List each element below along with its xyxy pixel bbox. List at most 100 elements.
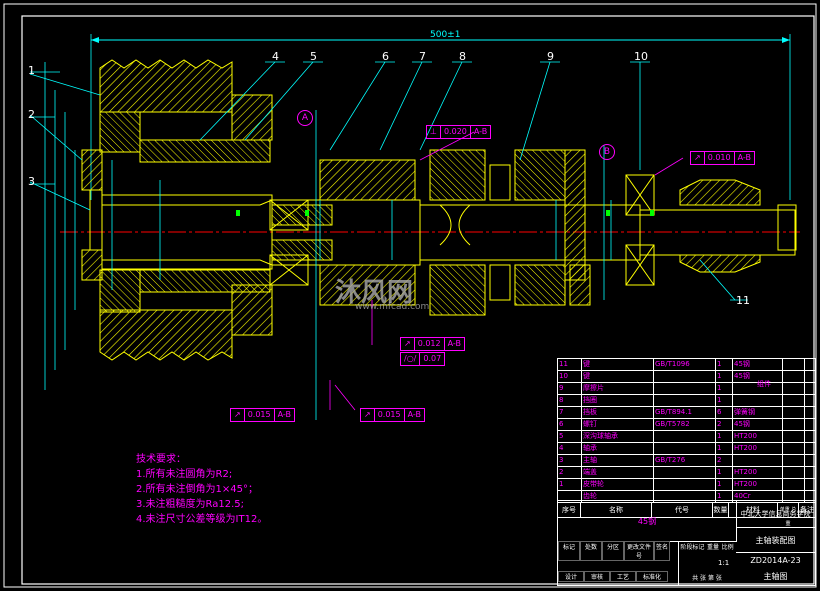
tolerance-frame-4: /○/ 0.07 (400, 352, 446, 366)
tolerance-value: 0.010 (705, 152, 735, 164)
bom-cell-material (733, 383, 783, 394)
main-shaft (101, 194, 796, 270)
bom-header-qty: 数量 (713, 503, 729, 517)
tolerance-symbol: ↗ (401, 338, 415, 350)
bom-cell-code: GB/T894.1 (654, 407, 716, 418)
tolerance-frame-5: ↗ 0.015 A-B (230, 408, 295, 422)
tolerance-value: 0.015 (245, 409, 275, 421)
bom-header-code: 代号 (652, 503, 713, 517)
overall-dimension-text: 500±1 (430, 30, 460, 40)
tolerance-value: 0.020 (441, 126, 471, 138)
tolerance-frame-2: ↗ 0.010 A-B (690, 151, 755, 165)
tolerance-symbol: ↗ (361, 409, 375, 421)
bom-cell-empty (783, 455, 805, 466)
title-part-label: 主轴图 (763, 571, 788, 581)
bom-cell-qty: 1 (716, 431, 733, 442)
bom-cell-qty: 6 (716, 407, 733, 418)
bom-cell-material: HT200 (733, 467, 783, 478)
bom-cell-name: 挡板 (582, 407, 654, 418)
tolerance-value: 0.07 (423, 354, 442, 363)
bom-cell-seq: 3 (558, 455, 582, 466)
bom-cell-empty (805, 467, 815, 478)
leader-number-2: 2 (28, 108, 35, 121)
tolerance-value: 0.012 (415, 338, 445, 350)
bom-cell-empty (805, 359, 815, 370)
bom-cell-empty (805, 383, 815, 394)
bom-cell-material: 弹簧钢 (733, 407, 783, 418)
tech-requirement-item: 4.未注尺寸公差等级为IT12。 (136, 514, 268, 525)
weight-label: 重量 (706, 544, 719, 551)
bom-cell-seq: 7 (558, 407, 582, 418)
leader-number-3: 3 (28, 175, 35, 188)
title-material: 45钢 (558, 501, 737, 542)
tech-requirement-item: 3.未注粗糙度为Ra12.5; (136, 499, 245, 510)
title-sheet-labels: 共 张 第 张 (692, 575, 722, 582)
revision-col: 签名 (654, 541, 670, 561)
tolerance-frame-1: ⊥ 0.020 A-B (426, 125, 492, 139)
leader-number-8: 8 (459, 50, 466, 63)
bom-cell-name: 端盖 (582, 467, 654, 478)
bom-cell-qty: 1 (716, 491, 733, 502)
outer-frame (3, 3, 817, 588)
bom-header-weight: 单重 总重 (778, 503, 799, 527)
bom-cell-empty (805, 479, 815, 490)
bom-cell-seq: 1 (558, 479, 582, 490)
annotation-leaders (329, 131, 684, 411)
tolerance-symbol: ⊥ (427, 126, 441, 138)
bom-cell-code (654, 383, 716, 394)
bom-cell-empty (783, 431, 805, 442)
watermark-brand: 沐风网 (335, 278, 414, 308)
bom-header-remark: 备注 (800, 506, 814, 514)
bom-cell-seq: 2 (558, 467, 582, 478)
title-scale: 1:1 (718, 559, 730, 567)
bom-cell-empty (805, 455, 815, 466)
diameter-dimensions (44, 62, 612, 390)
title-drawing-name: 主轴装配图 (736, 528, 815, 553)
leader-number-11: 11 (736, 294, 750, 307)
bom-cell-qty: 1 (716, 467, 733, 478)
bom-cell-empty (783, 383, 805, 394)
watermark-url: www.mfcad.com (355, 302, 430, 312)
housing (319, 149, 486, 316)
bom-cell-seq: 5 (558, 431, 582, 442)
bom-cell-seq: 10 (558, 371, 582, 382)
bom-cell-name: 深沟球轴承 (582, 431, 654, 442)
bom-cell-seq: 9 (558, 383, 582, 394)
title-school: 中北大学信息商务学院 (736, 501, 815, 528)
revision-col: 分区 (602, 541, 624, 561)
leader-number-5: 5 (310, 50, 317, 63)
bom-cell-material: HT200 (733, 443, 783, 454)
bom-header-name: 名称 (581, 503, 652, 517)
leader-number-1: 1 (28, 64, 35, 77)
bom-header-seq: 序号 (558, 503, 581, 517)
friction-clutch (489, 149, 591, 306)
bom-cell-empty (783, 419, 805, 430)
tech-requirements: 技术要求： 1.所有未注圆角为R2; 2.所有未注倒角为1×45°； 3.未注粗… (136, 452, 267, 527)
bom-header-row: 序号 名称 代号 数量 材料 单重 总重 备注 (558, 502, 815, 527)
tolerance-datum: A-B (447, 339, 461, 348)
bom-cell-code: GB/T276 (654, 455, 716, 466)
role-label: 设计 (558, 571, 584, 582)
bom-cell-material: 45钢 (733, 359, 783, 370)
bom-cell-empty (805, 431, 815, 442)
bom-cell-empty (805, 443, 815, 454)
scale-label: 比例 (721, 544, 734, 551)
leader-number-10: 10 (634, 50, 648, 63)
leader-number-4: 4 (272, 50, 279, 63)
title-drawing-code: ZD2014A-23 (750, 555, 801, 565)
title-block: 45钢 中北大学信息商务学院 主轴装配图 ZD2014A-23 主轴图 标记 处… (557, 500, 816, 586)
title-revision-grid: 标记 处数 分区 更改文件号 签名 设计 审核 工艺 标准化 (558, 541, 679, 585)
bom-cell-seq: 11 (558, 359, 582, 370)
bom-cell-code (654, 467, 716, 478)
